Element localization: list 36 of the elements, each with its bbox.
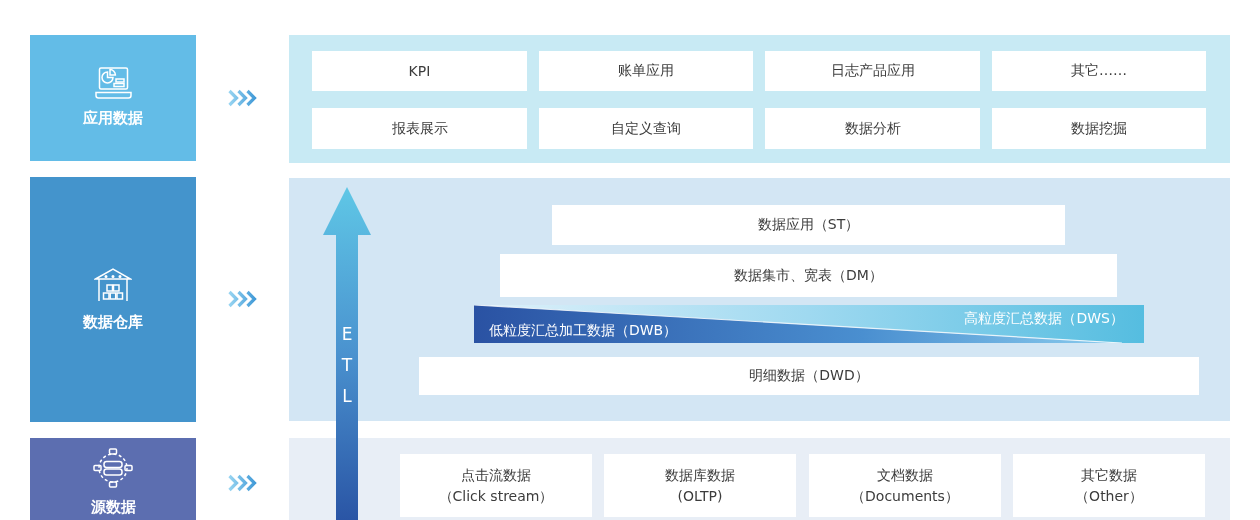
- source-title: 数据库数据: [665, 465, 735, 485]
- band-label: 低粒度汇总加工数据（DWB）: [489, 321, 678, 339]
- category-tile: [30, 177, 196, 422]
- layer-panel: [289, 438, 1230, 520]
- chevron-arrow: [227, 89, 257, 107]
- source-title: 点击流数据: [461, 465, 531, 485]
- module-box: 报表展示: [312, 108, 527, 149]
- band-label: 高粒度汇总数据（DWS）: [964, 309, 1124, 327]
- source-subtitle: （Documents）: [851, 486, 959, 506]
- category-tile: [30, 35, 196, 161]
- module-box: 数据分析: [765, 108, 980, 149]
- layer-box: 数据应用（ST）: [552, 205, 1065, 245]
- layer-box: 数据集市、宽表（DM）: [500, 254, 1117, 297]
- source-subtitle: (OLTP): [677, 486, 723, 506]
- module-box: 其它……: [992, 51, 1206, 91]
- module-box: 数据挖掘: [992, 108, 1206, 149]
- module-box: 日志产品应用: [765, 51, 980, 91]
- chevron-arrow: [227, 474, 257, 492]
- module-box: 账单应用: [539, 51, 753, 91]
- chevron-arrow: [227, 290, 257, 308]
- category-label: 数据仓库: [82, 312, 144, 332]
- layer-box: 明细数据（DWD）: [419, 357, 1199, 395]
- module-box: KPI: [312, 51, 527, 91]
- source-title: 文档数据: [877, 465, 933, 485]
- source-title: 其它数据: [1081, 465, 1137, 485]
- gradient-band: [474, 305, 1144, 343]
- module-box: 自定义查询: [539, 108, 753, 149]
- category-label: 源数据: [89, 497, 137, 517]
- category-tile: [30, 438, 196, 520]
- edge-label: ETL: [340, 323, 354, 408]
- block-arrow: [323, 187, 371, 520]
- category-label: 应用数据: [82, 108, 144, 128]
- source-subtitle: （Click stream）: [438, 486, 554, 506]
- layer-panel: [289, 178, 1230, 421]
- source-subtitle: （Other）: [1075, 486, 1143, 506]
- layer-panel: [289, 35, 1230, 163]
